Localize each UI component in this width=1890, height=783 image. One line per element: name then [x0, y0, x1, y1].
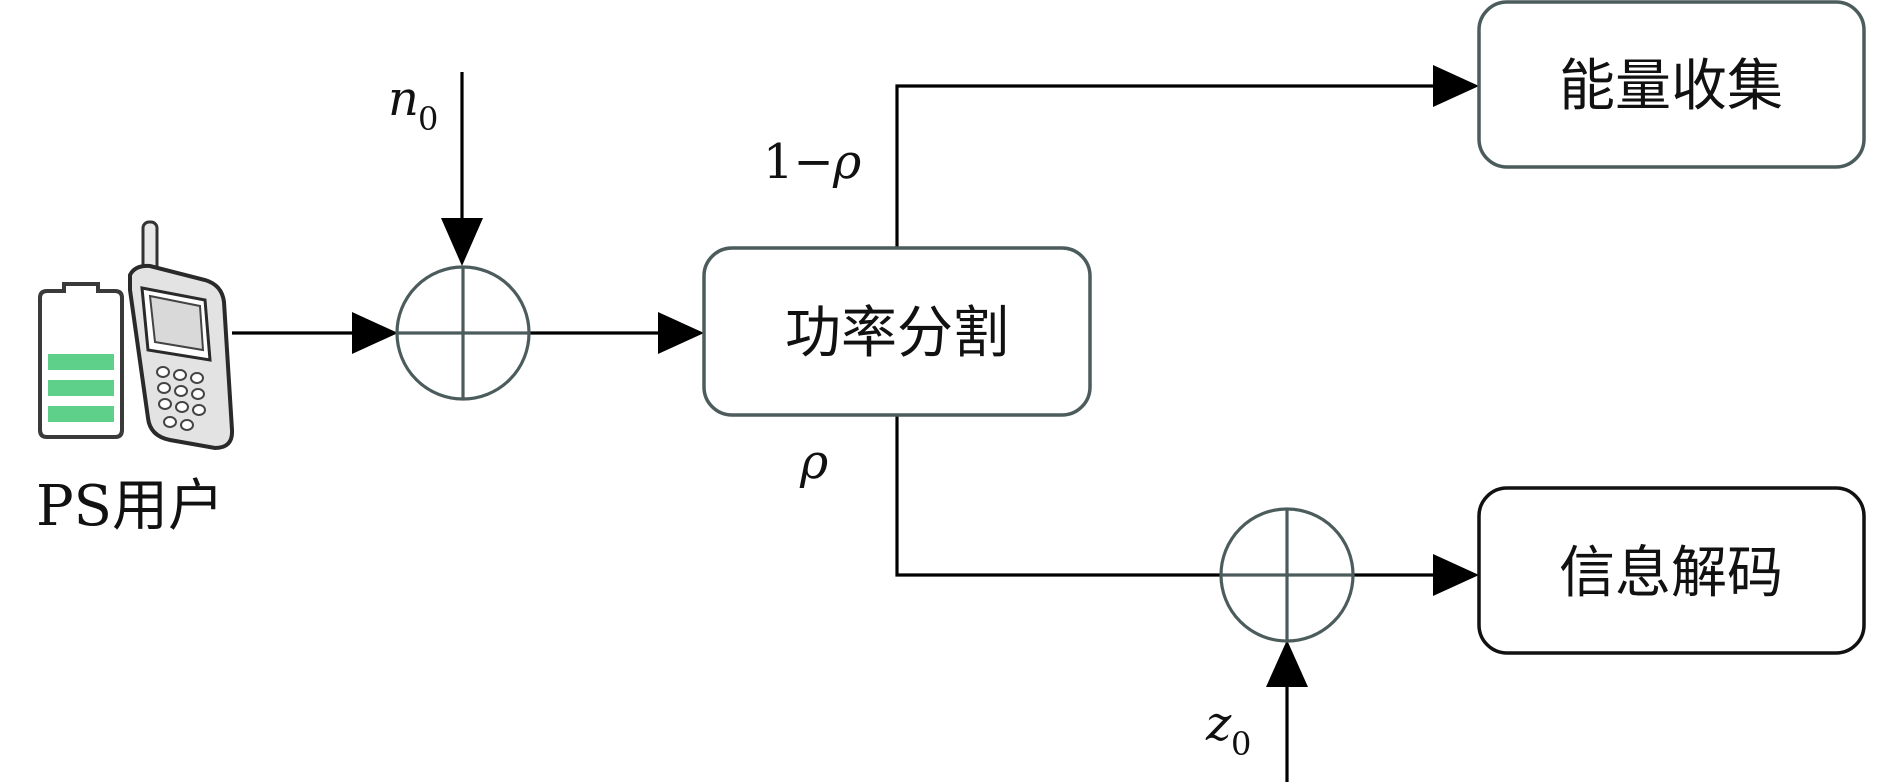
energy-branch-wire [895, 84, 1440, 248]
battery-bar [48, 354, 114, 370]
noise-z-subscript: 0 [1231, 725, 1251, 763]
upper-branch-rho: ρ [832, 134, 861, 190]
battery-bar [48, 406, 114, 422]
upper-branch-prefix: 1− [763, 134, 834, 190]
arrow-head [441, 218, 483, 266]
noise-z-symbol: z [1205, 696, 1232, 752]
mobile-phone-icon [128, 220, 235, 451]
noise-n0-label: n 0 [388, 71, 438, 138]
power-split-label: 功率分割 [785, 301, 1009, 366]
info-branch-wire [895, 415, 1222, 577]
arrow-head [1433, 65, 1479, 107]
noise-n-symbol: n [388, 71, 419, 127]
arrow-head [1266, 640, 1308, 687]
battery-bar [48, 380, 114, 396]
info-decode-block: 信息解码 [1477, 486, 1866, 655]
summing-junction-decode [1219, 507, 1355, 643]
lower-branch-rho: ρ [799, 434, 828, 490]
phone-battery-icon [38, 220, 235, 451]
energy-harvest-block: 能量收集 [1477, 0, 1866, 169]
info-decode-label: 信息解码 [1559, 541, 1783, 606]
noise-n-subscript: 0 [418, 100, 438, 138]
noise-z0-label: z 0 [1205, 696, 1251, 763]
energy-harvest-label: 能量收集 [1559, 54, 1783, 119]
arrow-head [352, 312, 398, 354]
arrow-head [658, 312, 704, 354]
upper-branch-label: 1− ρ [763, 134, 861, 190]
battery-icon [38, 282, 124, 439]
ps-user-label: PS用户 [36, 474, 224, 539]
power-split-block: 功率分割 [702, 246, 1092, 417]
summing-junction-input [395, 265, 531, 401]
arrow-head [1433, 554, 1479, 596]
